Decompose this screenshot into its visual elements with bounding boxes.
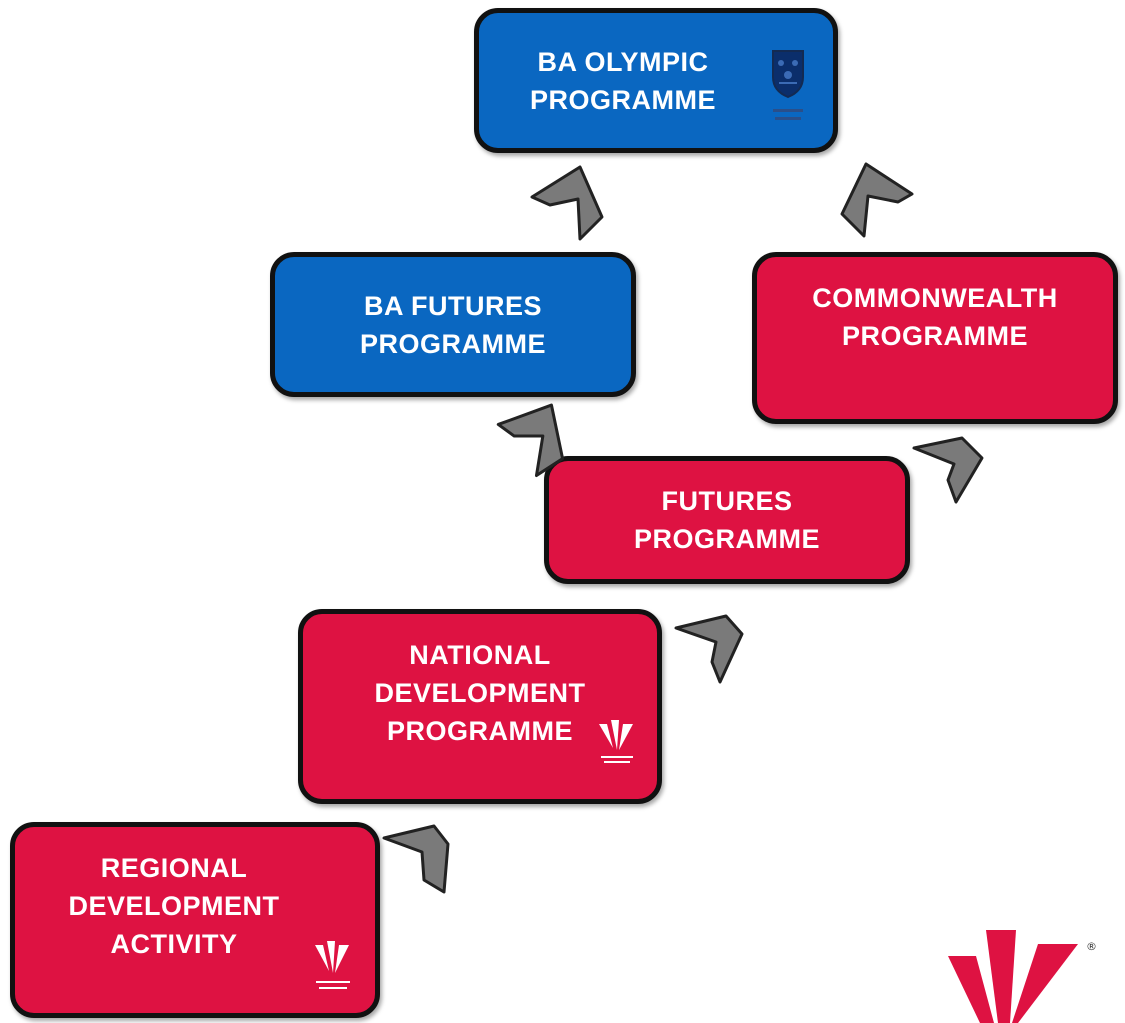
box-national-line3: PROGRAMME xyxy=(387,716,573,746)
box-ba-futures-line2: PROGRAMME xyxy=(360,328,546,359)
box-ba-futures-line1: BA FUTURES xyxy=(364,290,542,321)
box-regional-development-activity: REGIONAL DEVELOPMENT ACTIVITY xyxy=(10,822,380,1018)
chevron-arrow-icon xyxy=(530,165,604,241)
chevron-arrow-icon xyxy=(382,824,450,894)
box-regional-line2: DEVELOPMENT xyxy=(68,891,280,921)
box-regional-line3: ACTIVITY xyxy=(110,929,238,959)
box-ba-olympic-line1: BA OLYMPIC xyxy=(537,46,709,77)
box-national-development-programme: NATIONAL DEVELOPMENT PROGRAMME xyxy=(298,609,662,804)
welsh-athletics-logo-icon xyxy=(599,720,633,763)
box-futures-programme: FUTURES PROGRAMME xyxy=(544,456,910,584)
box-commonwealth-programme: COMMONWEALTH PROGRAMME xyxy=(752,252,1118,424)
welsh-athletics-logo-icon xyxy=(948,930,1078,1023)
welsh-athletics-logo-icon xyxy=(315,941,350,989)
box-regional-line1: REGIONAL xyxy=(100,853,248,883)
box-commonwealth-line2: PROGRAMME xyxy=(842,321,1028,351)
box-ba-olympic-line2: PROGRAMME xyxy=(530,84,716,115)
box-ba-olympic-programme: BA OLYMPIC PROGRAMME xyxy=(474,8,838,153)
british-athletics-crest-icon xyxy=(772,50,804,120)
box-national-line2: DEVELOPMENT xyxy=(374,678,586,708)
chevron-arrow-icon xyxy=(496,403,565,478)
box-national-line1: NATIONAL xyxy=(409,640,551,670)
box-futures-line2: PROGRAMME xyxy=(634,524,820,554)
chevron-arrow-icon xyxy=(840,162,914,238)
registered-mark: ® xyxy=(1086,940,1097,953)
chevron-arrow-icon xyxy=(674,614,744,684)
box-futures-line1: FUTURES xyxy=(661,486,793,516)
box-ba-futures-programme: BA FUTURES PROGRAMME xyxy=(270,252,636,397)
chevron-arrow-icon xyxy=(912,436,984,504)
box-commonwealth-line1: COMMONWEALTH xyxy=(812,283,1058,313)
